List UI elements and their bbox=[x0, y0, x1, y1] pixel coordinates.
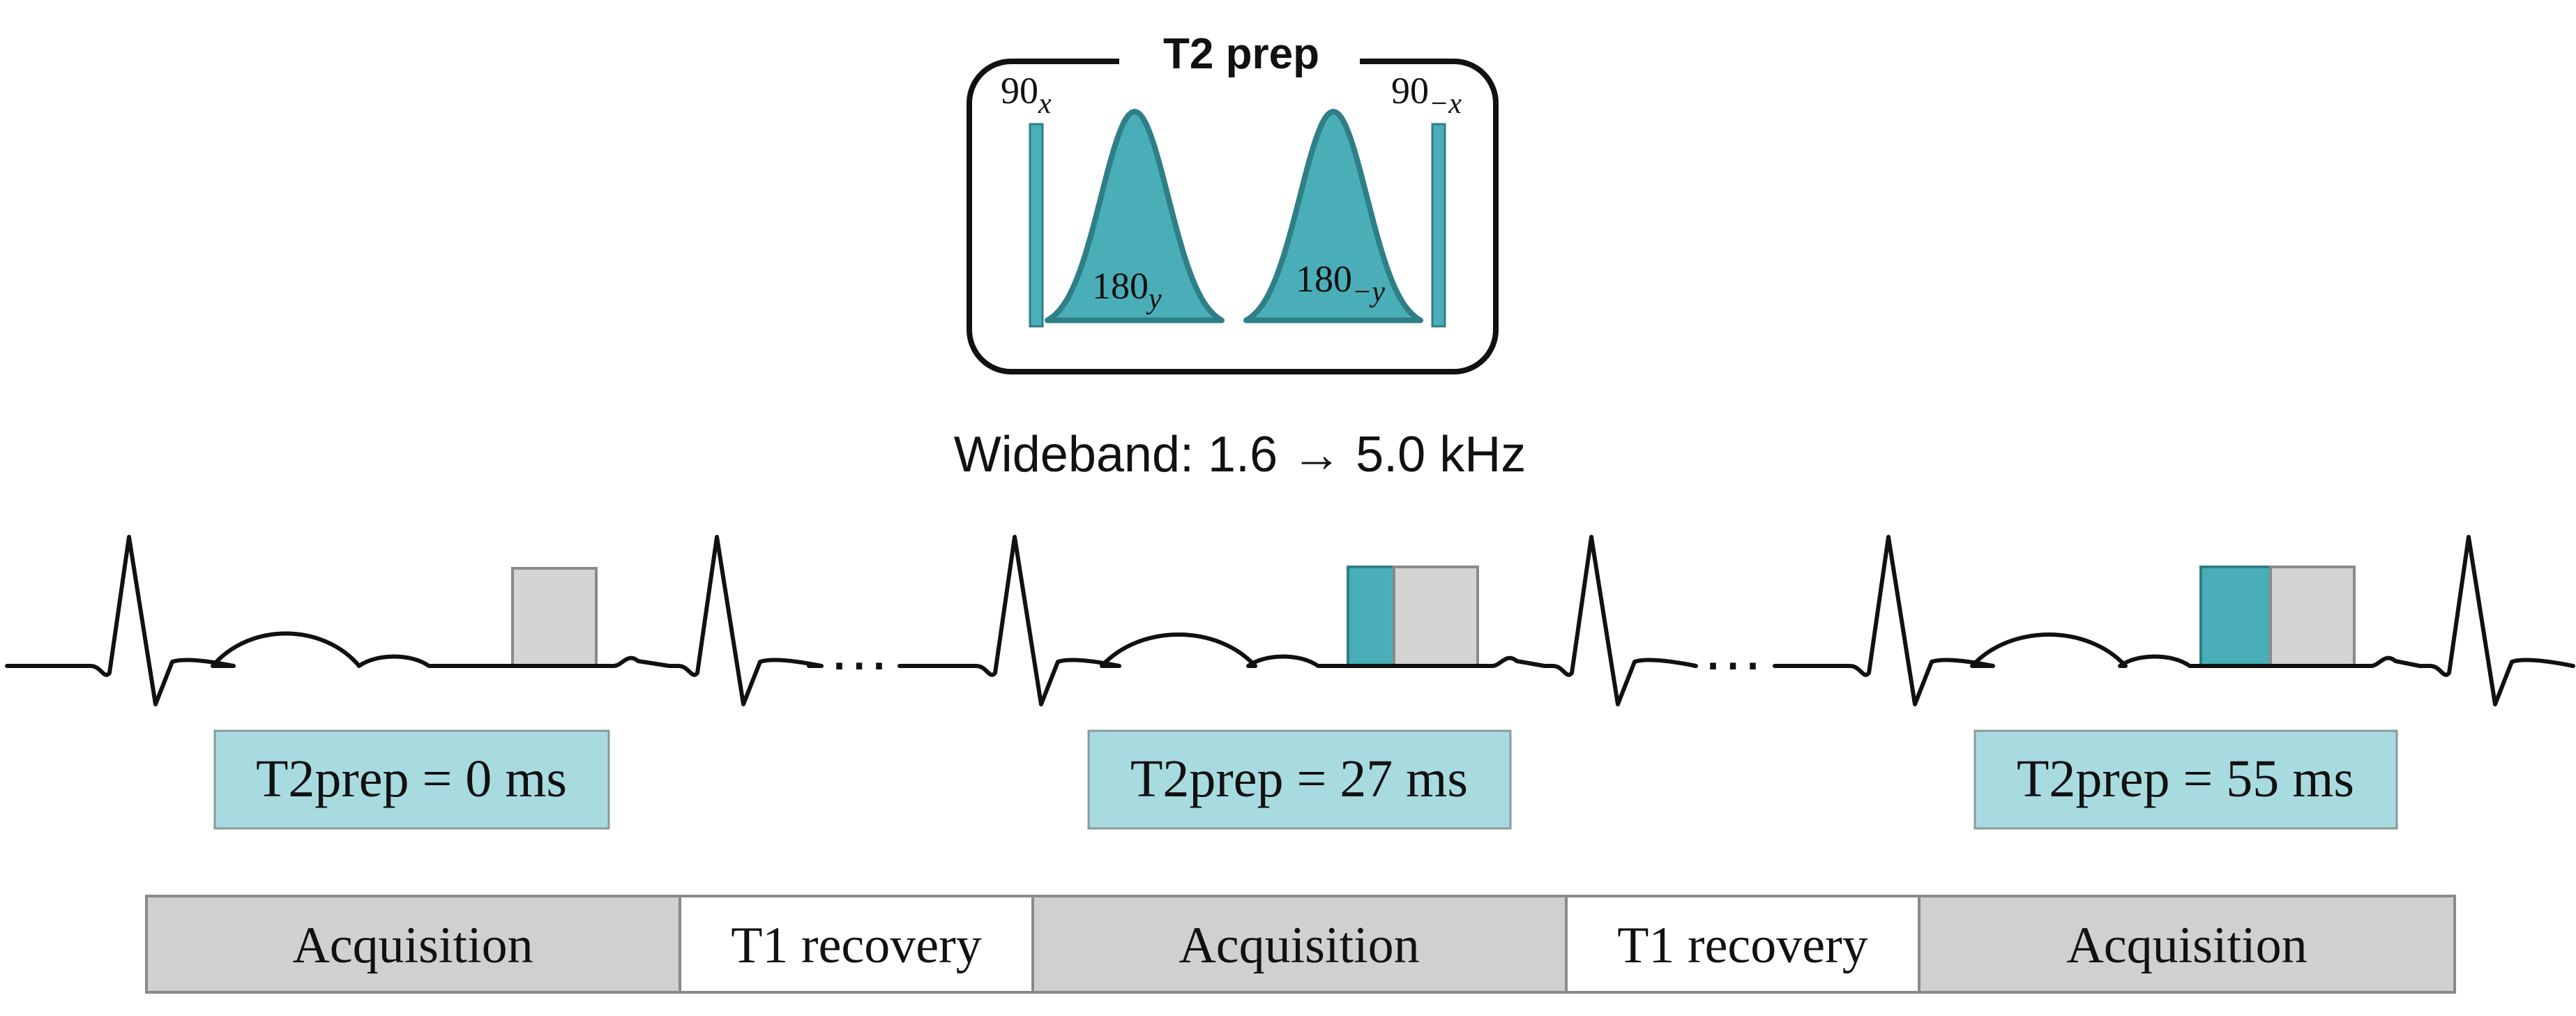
readout-block-1 bbox=[511, 567, 598, 667]
t2prep-label-1: T2prep = 0 ms bbox=[256, 750, 567, 808]
t2prep-title-mask bbox=[1119, 38, 1360, 87]
timeline-acquisition-3 bbox=[1918, 895, 2456, 994]
ecg-trace bbox=[5, 535, 2575, 706]
pulse-180-minus-y-label-sub: −y bbox=[1352, 276, 1385, 308]
pulse-180-minus-y-shape bbox=[1243, 109, 1423, 324]
t2prep-label-box-2 bbox=[1087, 729, 1512, 830]
timeline-acquisition-1 bbox=[145, 895, 681, 994]
pulse-180y-label-base: 180 bbox=[1092, 265, 1149, 307]
ellipsis-2: … bbox=[1702, 614, 1764, 683]
t2prep-module: T2 prep 90x 90−x 180y 180−y bbox=[967, 30, 1499, 374]
pulse-180y-label: 180y bbox=[1092, 265, 1162, 315]
ellipsis-1: … bbox=[828, 614, 891, 683]
pulse-90x-label: 90x bbox=[1001, 70, 1052, 120]
pulse-180-minus-y-label-base: 180 bbox=[1296, 258, 1352, 300]
readout-block-2 bbox=[1393, 566, 1479, 667]
pulse-90x-label-base: 90 bbox=[1001, 70, 1038, 112]
t2prep-label-3: T2prep = 55 ms bbox=[2017, 750, 2354, 808]
timeline-label-4: T1 recovery bbox=[1617, 917, 1868, 974]
pulse-90-minus-x-label-base: 90 bbox=[1391, 70, 1429, 112]
t2prep-pulse-block-2 bbox=[1347, 566, 1395, 667]
pulse-180y-label-sub: y bbox=[1146, 283, 1162, 315]
pulse-180-minus-y-label: 180−y bbox=[1296, 258, 1385, 308]
acquisition-timeline: Acquisition T1 recovery Acquisition T1 r… bbox=[145, 895, 2456, 994]
readout-blocks bbox=[511, 566, 2356, 667]
timeline-label-3: Acquisition bbox=[1179, 917, 1419, 974]
t2prep-labels: T2prep = 0 ms T2prep = 27 ms T2prep = 55… bbox=[213, 729, 2398, 830]
timeline-t1-recovery-1 bbox=[679, 895, 1034, 994]
pulse-180y-shape bbox=[1045, 109, 1225, 324]
readout-block-3 bbox=[2269, 566, 2356, 667]
timeline-label-5: Acquisition bbox=[2066, 917, 2307, 974]
timeline-acquisition-2 bbox=[1031, 895, 1568, 994]
pulse-90-minus-x-bar bbox=[1431, 123, 1446, 328]
ecg-segment-3 bbox=[1773, 535, 2575, 706]
pulse-90x-bar bbox=[1029, 123, 1044, 328]
ecg-segment-1 bbox=[5, 535, 824, 706]
timeline-label-2: T1 recovery bbox=[731, 917, 982, 974]
pulse-90x-label-sub: x bbox=[1038, 88, 1052, 120]
ecg-segment-2 bbox=[897, 535, 1698, 706]
pulse-90-minus-x-label-sub: −x bbox=[1429, 88, 1462, 120]
t2prep-pulse-block-3 bbox=[2199, 566, 2272, 667]
t2prep-label-box-3 bbox=[1973, 729, 2398, 830]
timeline-t1-recovery-2 bbox=[1565, 895, 1920, 994]
pulse-90-minus-x-label: 90−x bbox=[1391, 70, 1462, 120]
wideband-label: Wideband: 1.6 → 5.0 kHz bbox=[954, 427, 1526, 483]
t2prep-label-box-1 bbox=[213, 729, 610, 830]
timeline-label-1: Acquisition bbox=[292, 917, 533, 974]
t2prep-title: T2 prep bbox=[1163, 30, 1319, 78]
t2prep-label-2: T2prep = 27 ms bbox=[1130, 750, 1468, 808]
